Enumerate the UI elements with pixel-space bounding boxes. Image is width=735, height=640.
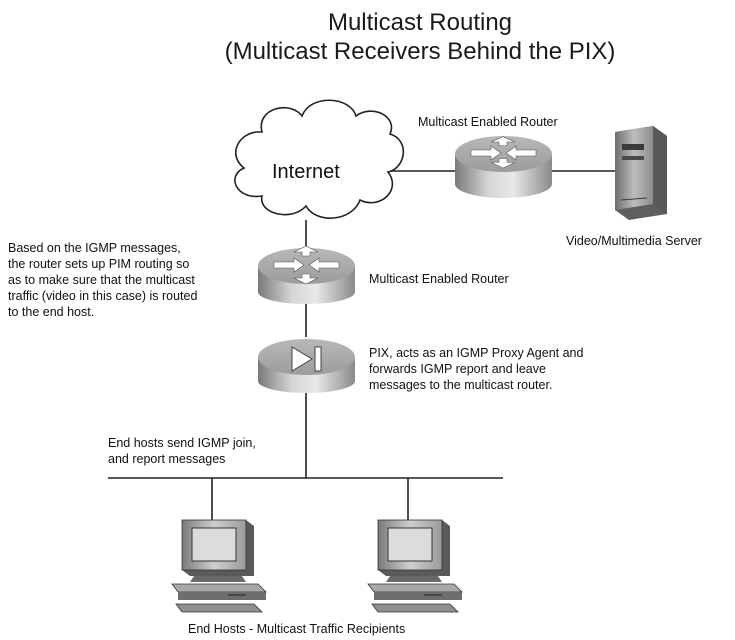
end-hosts-label: End Hosts - Multicast Traffic Recipients [188, 622, 406, 636]
server-label: Video/Multimedia Server [566, 234, 702, 248]
pim-note-line: the router sets up PIM routing so [8, 257, 190, 271]
video-server-icon [615, 126, 667, 220]
diagram-title-line-2: (Multicast Receivers Behind the PIX) [224, 38, 616, 65]
end-host-pc-left-icon [171, 519, 267, 613]
pix-note-line: PIX, acts as an IGMP Proxy Agent and [369, 346, 584, 360]
hosts-note-line: End hosts send IGMP join, [108, 436, 256, 450]
internet-cloud-icon [234, 99, 405, 219]
internet-label: Internet [272, 161, 340, 183]
diagram-title-line-1: Multicast Routing [327, 9, 513, 36]
end-host-pc-right-icon [367, 519, 463, 613]
pim-note-line: to the end host. [8, 305, 95, 319]
pim-note-line: as to make sure that the multicast [8, 273, 195, 287]
pim-note-line: Based on the IGMP messages, [8, 241, 181, 255]
hosts-note-line: and report messages [108, 452, 226, 466]
pix-note-line: forwards IGMP report and leave [369, 362, 546, 376]
top-router-label: Multicast Enabled Router [418, 115, 558, 129]
links [108, 170, 615, 520]
pix-firewall-icon [258, 339, 355, 393]
pim-routing-note: Based on the IGMP messages, the router s… [8, 240, 197, 320]
end-hosts-igmp-note: End hosts send IGMP join, and report mes… [108, 435, 256, 467]
top-router-icon [455, 136, 552, 198]
pim-note-line: traffic (video in this case) is routed [8, 289, 198, 303]
pix-note-line: messages to the multicast router. [369, 378, 553, 392]
pix-proxy-note: PIX, acts as an IGMP Proxy Agent and for… [369, 345, 583, 393]
middle-router-label: Multicast Enabled Router [369, 272, 509, 286]
middle-router-icon [258, 245, 355, 304]
